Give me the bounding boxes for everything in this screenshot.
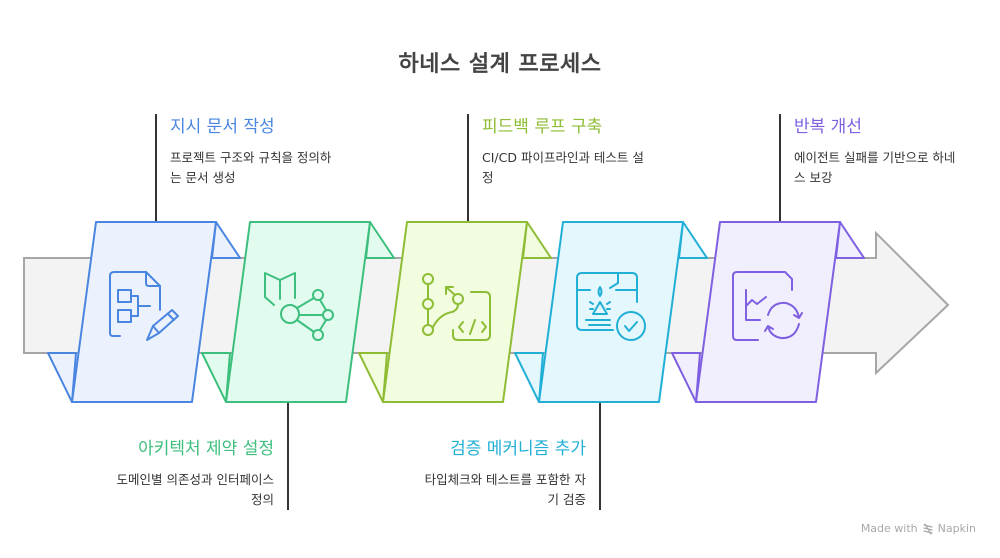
chart-refresh-icon <box>732 271 803 341</box>
step-5-description-line-1: 에이전트 실패를 기반으로 하네 <box>794 150 956 165</box>
step-4-description: 타입체크와 테스트를 포함한 자 기 검증 <box>376 470 586 510</box>
step-panel-5 <box>671 221 865 403</box>
architecture-network-icon <box>264 272 334 341</box>
step-4-label: 검증 메커니즘 추가 타입체크와 테스트를 포함한 자 기 검증 <box>376 438 586 510</box>
step-1-description: 프로젝트 구조와 규칙을 정의하 는 문서 생성 <box>170 148 380 188</box>
step-3-description: CI/CD 파이프라인과 테스트 설 정 <box>482 148 692 188</box>
step-5-heading: 반복 개선 <box>794 117 862 137</box>
step-1-description-line-2: 는 문서 생성 <box>170 170 236 185</box>
step-3-label: 피드백 루프 구축 CI/CD 파이프라인과 테스트 설 정 <box>482 116 692 188</box>
step-panel-2 <box>201 221 395 403</box>
step-2-description: 도메인별 의존성과 인터페이스 정의 <box>64 470 274 510</box>
step-3-description-line-1: CI/CD 파이프라인과 테스트 설 <box>482 150 644 165</box>
step-3-description-line-2: 정 <box>482 170 494 185</box>
verification-check-icon <box>576 272 646 341</box>
made-with-napkin-badge[interactable]: Made with Napkin <box>861 522 976 535</box>
step-2-description-line-2: 정의 <box>250 492 274 507</box>
step-5-description-line-2: 스 보강 <box>794 170 833 185</box>
step-4-description-line-1: 타입체크와 테스트를 포함한 자 <box>424 472 586 487</box>
step-2-heading: 아키텍처 제약 설정 <box>138 439 274 459</box>
step-panel-3 <box>358 221 552 403</box>
made-with-text: Made with <box>860 522 918 535</box>
step-3-heading: 피드백 루프 구축 <box>482 117 603 137</box>
document-flowchart-edit-icon <box>109 271 179 341</box>
step-5-label: 반복 개선 에이전트 실패를 기반으로 하네 스 보강 <box>794 116 1000 188</box>
step-2-description-line-1: 도메인별 의존성과 인터페이스 <box>116 472 274 487</box>
napkin-logo-icon <box>923 522 933 535</box>
step-4-heading: 검증 메커니즘 추가 <box>450 439 586 459</box>
step-1-description-line-1: 프로젝트 구조와 규칙을 정의하 <box>170 150 332 165</box>
step-1-heading: 지시 문서 작성 <box>170 117 275 137</box>
step-1-label: 지시 문서 작성 프로젝트 구조와 규칙을 정의하 는 문서 생성 <box>170 116 380 188</box>
step-2-label: 아키텍처 제약 설정 도메인별 의존성과 인터페이스 정의 <box>64 438 274 510</box>
step-5-description: 에이전트 실패를 기반으로 하네 스 보강 <box>794 148 1000 188</box>
step-panel-1 <box>47 221 241 403</box>
git-branch-code-icon <box>422 273 491 341</box>
step-panel-4 <box>514 221 708 403</box>
step-4-description-line-2: 기 검증 <box>547 492 586 507</box>
napkin-brand-text: Napkin <box>937 522 976 535</box>
diagram-title: 하네스 설계 프로세스 <box>398 52 602 77</box>
